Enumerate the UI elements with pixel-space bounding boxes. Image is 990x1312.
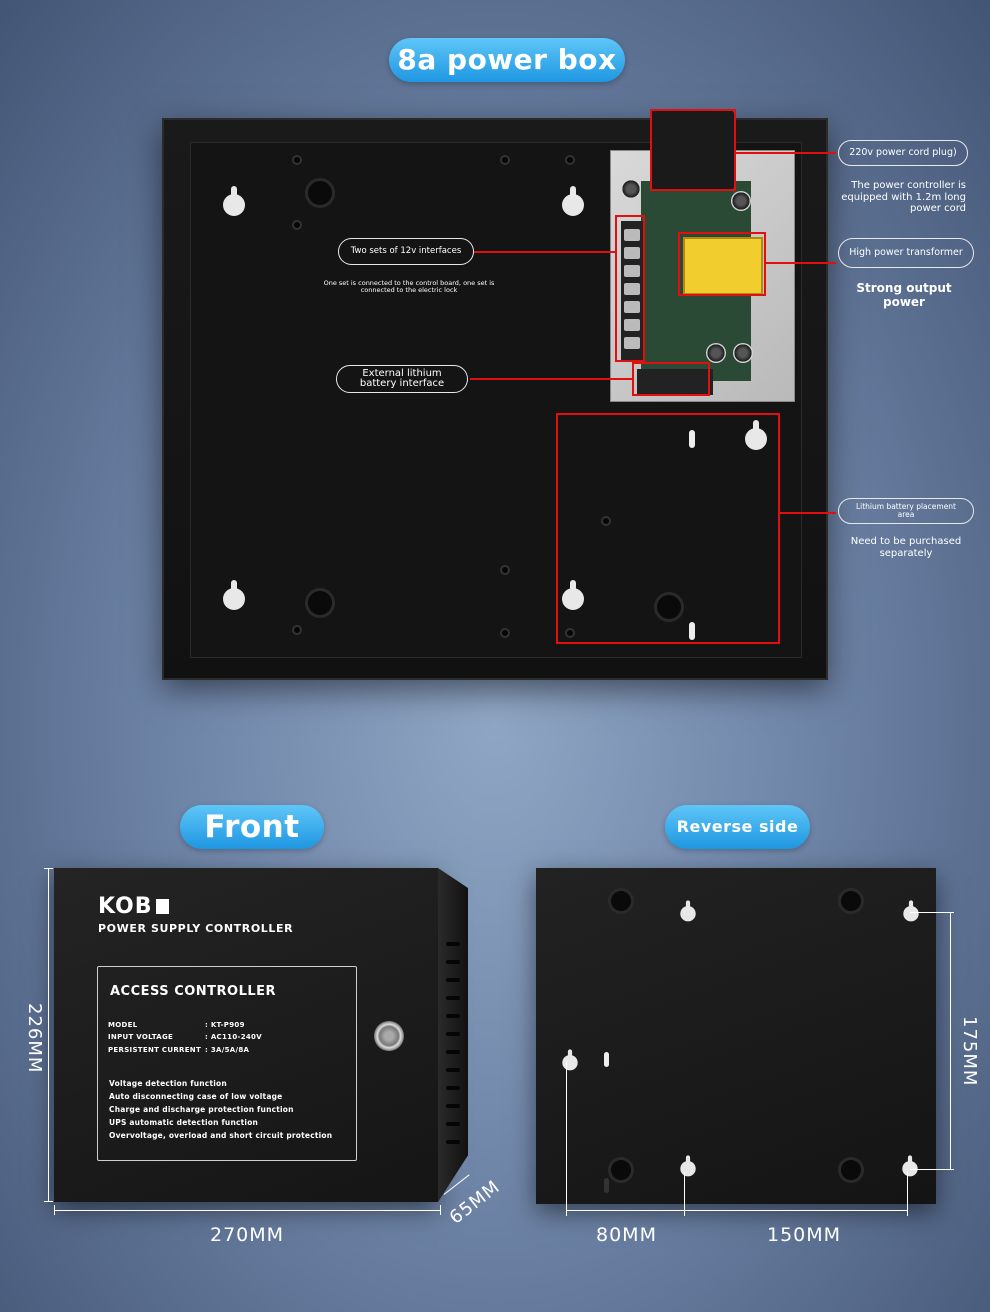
dim-line-rev-height	[950, 912, 951, 1170]
mount-slot	[689, 622, 695, 640]
knockout-hole	[654, 592, 684, 622]
note-12v-interfaces: One set is connected to the control boar…	[323, 279, 495, 295]
callout-battery-area: Lithium battery placement area	[838, 498, 974, 524]
reverse-view-box	[536, 868, 936, 1204]
page-title: 8a power box	[397, 43, 617, 76]
transformer	[683, 237, 763, 295]
battery-terminal	[637, 369, 713, 395]
highlight-battery-interface	[632, 362, 710, 396]
leader-line	[736, 152, 836, 154]
spec-value: : KT-P909	[205, 1021, 245, 1029]
leader-line	[780, 512, 836, 514]
dim-reverse-right: 150MM	[767, 1224, 842, 1246]
panel-title: ACCESS CONTROLLER	[110, 984, 277, 999]
terminal-block	[621, 221, 643, 361]
spec-value: : 3A/5A/8A	[205, 1046, 250, 1054]
keyhole-icon	[562, 580, 584, 616]
screw-hole	[500, 155, 510, 165]
callout-lithium-interface: External lithium battery interface	[336, 365, 468, 393]
screw-hole	[565, 155, 575, 165]
spec-label: MODEL	[108, 1021, 138, 1029]
knockout-hole	[305, 178, 335, 208]
keyhole-icon	[680, 900, 696, 925]
spec-label: INPUT VOLTAGE	[108, 1033, 174, 1041]
note-power-cord: The power controller is equipped with 1.…	[841, 180, 966, 214]
highlight-terminals	[615, 215, 645, 362]
feature-item: UPS automatic detection function	[109, 1118, 259, 1127]
callout-transformer: High power transformer	[838, 238, 974, 268]
keyhole-icon	[562, 1049, 578, 1074]
title-pill: 8a power box	[389, 38, 625, 82]
dim-front-width: 270MM	[210, 1224, 285, 1246]
power-plug	[650, 110, 734, 190]
spec-panel	[97, 966, 357, 1161]
dim-line-width	[54, 1210, 440, 1211]
reverse-pill: Reverse side	[665, 805, 810, 849]
screw-hole	[601, 516, 611, 526]
keyhole-icon	[223, 186, 245, 222]
screw-hole	[292, 155, 302, 165]
lock-icon	[374, 1021, 404, 1051]
note-battery-area: Need to be purchased separately	[850, 536, 962, 559]
keyhole-icon	[903, 900, 919, 925]
leader-line	[766, 262, 836, 264]
callout-12v-interfaces: Two sets of 12v interfaces	[338, 238, 474, 265]
keyhole-icon	[562, 186, 584, 222]
leader-line	[470, 378, 632, 380]
dim-reverse-left: 80MM	[596, 1224, 657, 1246]
keyhole-icon	[745, 420, 767, 456]
keyhole-icon	[223, 580, 245, 616]
highlight-plug	[650, 109, 736, 191]
dim-line-height	[48, 868, 49, 1202]
leader-line	[474, 251, 615, 253]
highlight-transformer	[678, 232, 766, 296]
brand-subtitle: POWER SUPPLY CONTROLLER	[98, 922, 294, 935]
mount-slot	[689, 430, 695, 448]
dim-line-rev-width	[566, 1210, 908, 1211]
brand-logo: KOB	[98, 894, 169, 919]
feature-item: Voltage detection function	[109, 1079, 227, 1088]
dim-front-height: 226MM	[24, 1003, 45, 1074]
screw-hole	[500, 565, 510, 575]
front-pill: Front	[180, 805, 324, 849]
keyhole-icon	[902, 1155, 918, 1180]
feature-item: Charge and discharge protection function	[109, 1105, 294, 1114]
feature-item: Overvoltage, overload and short circuit …	[109, 1131, 333, 1140]
dim-reverse-height: 175MM	[959, 1016, 980, 1087]
keyhole-icon	[680, 1155, 696, 1180]
screw-hole	[565, 628, 575, 638]
spec-value: : AC110-240V	[205, 1033, 262, 1041]
screw-hole	[500, 628, 510, 638]
brand-mark-icon	[155, 899, 169, 914]
screw-hole	[292, 625, 302, 635]
knockout-hole	[305, 588, 335, 618]
note-transformer: Strong output power	[856, 281, 952, 309]
highlight-battery-area	[556, 413, 780, 644]
screw-hole	[292, 220, 302, 230]
callout-power-cord: 220v power cord plug)	[838, 140, 968, 166]
spec-label: PERSISTENT CURRENT	[108, 1046, 202, 1054]
feature-item: Auto disconnecting case of low voltage	[109, 1092, 283, 1101]
